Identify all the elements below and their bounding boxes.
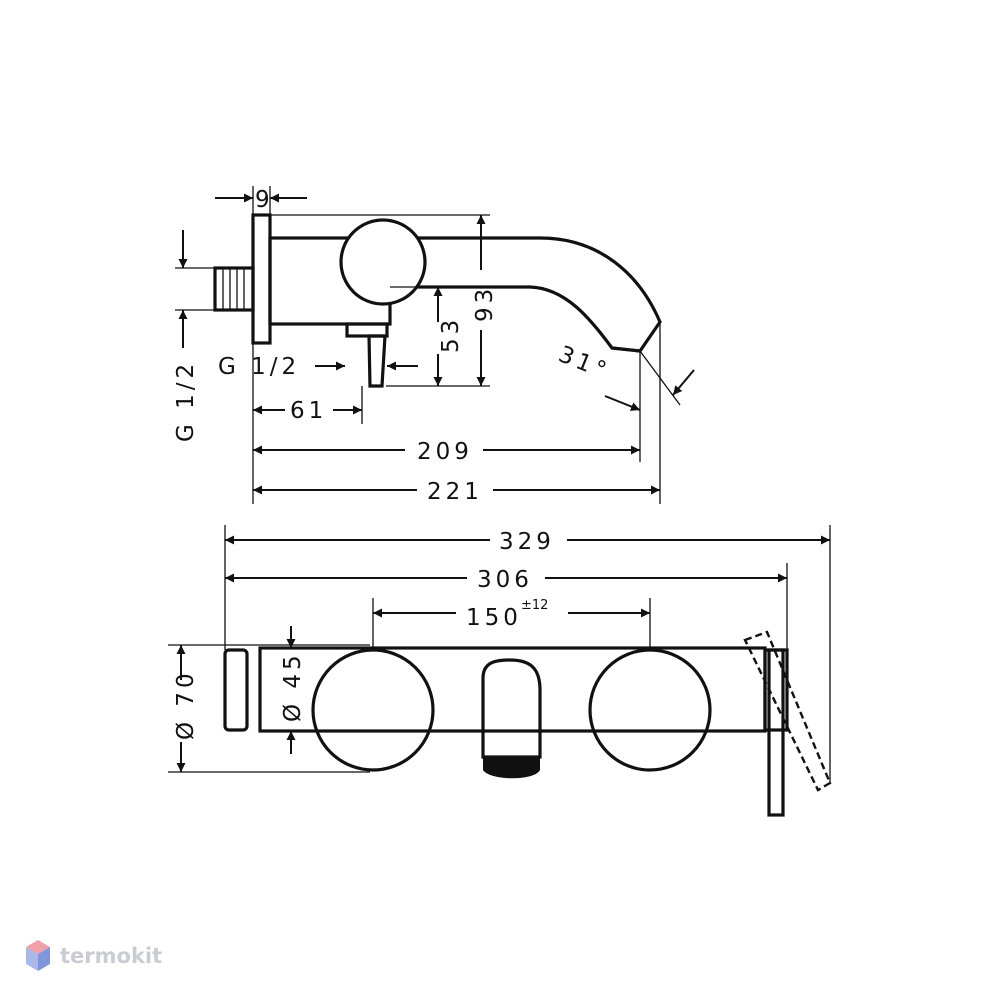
spout — [390, 236, 662, 353]
inlet-thread — [213, 266, 255, 312]
top-handle-stem — [767, 648, 785, 817]
dim-centers: 150 — [466, 605, 522, 631]
dim-total-width: 329 — [499, 529, 555, 555]
dim-outlet-height: 53 — [438, 316, 464, 353]
dim-projection-spout: 209 — [417, 439, 473, 465]
side-view: 9 G 1/2 G 1/2 61 53 93 31° 209 221 — [173, 186, 695, 505]
dim-projection-total: 221 — [427, 479, 483, 505]
brand-logo-text: termokit — [60, 944, 163, 968]
rosette-left — [311, 648, 435, 772]
lever — [367, 334, 387, 388]
handle-knob — [339, 218, 427, 306]
top-spout-outlet — [483, 757, 540, 779]
lever-base — [345, 322, 389, 338]
dim-lever-thread: G 1/2 — [218, 354, 300, 380]
top-left-cap — [223, 648, 249, 732]
dim-rosette-diameter: Ø 70 — [173, 669, 199, 740]
dim-body-diameter: Ø 45 — [280, 651, 306, 722]
top-view: 329 306 150 ±12 Ø 70 Ø 45 — [168, 525, 832, 817]
top-spout — [481, 658, 542, 759]
wall-plate — [251, 213, 272, 345]
dim-spout-angle: 31° — [555, 341, 614, 385]
dim-wall-plate: 9 — [255, 187, 274, 213]
brand-logo: termokit — [24, 936, 162, 976]
dim-inlet-thread: G 1/2 — [173, 360, 199, 442]
dim-body-width: 306 — [477, 567, 533, 593]
dim-lever-offset: 61 — [290, 398, 327, 424]
dim-centers-tolerance: ±12 — [521, 598, 548, 613]
rosette-right — [588, 648, 712, 772]
dim-total-height: 93 — [472, 285, 498, 322]
cube-logo-icon — [26, 940, 50, 971]
